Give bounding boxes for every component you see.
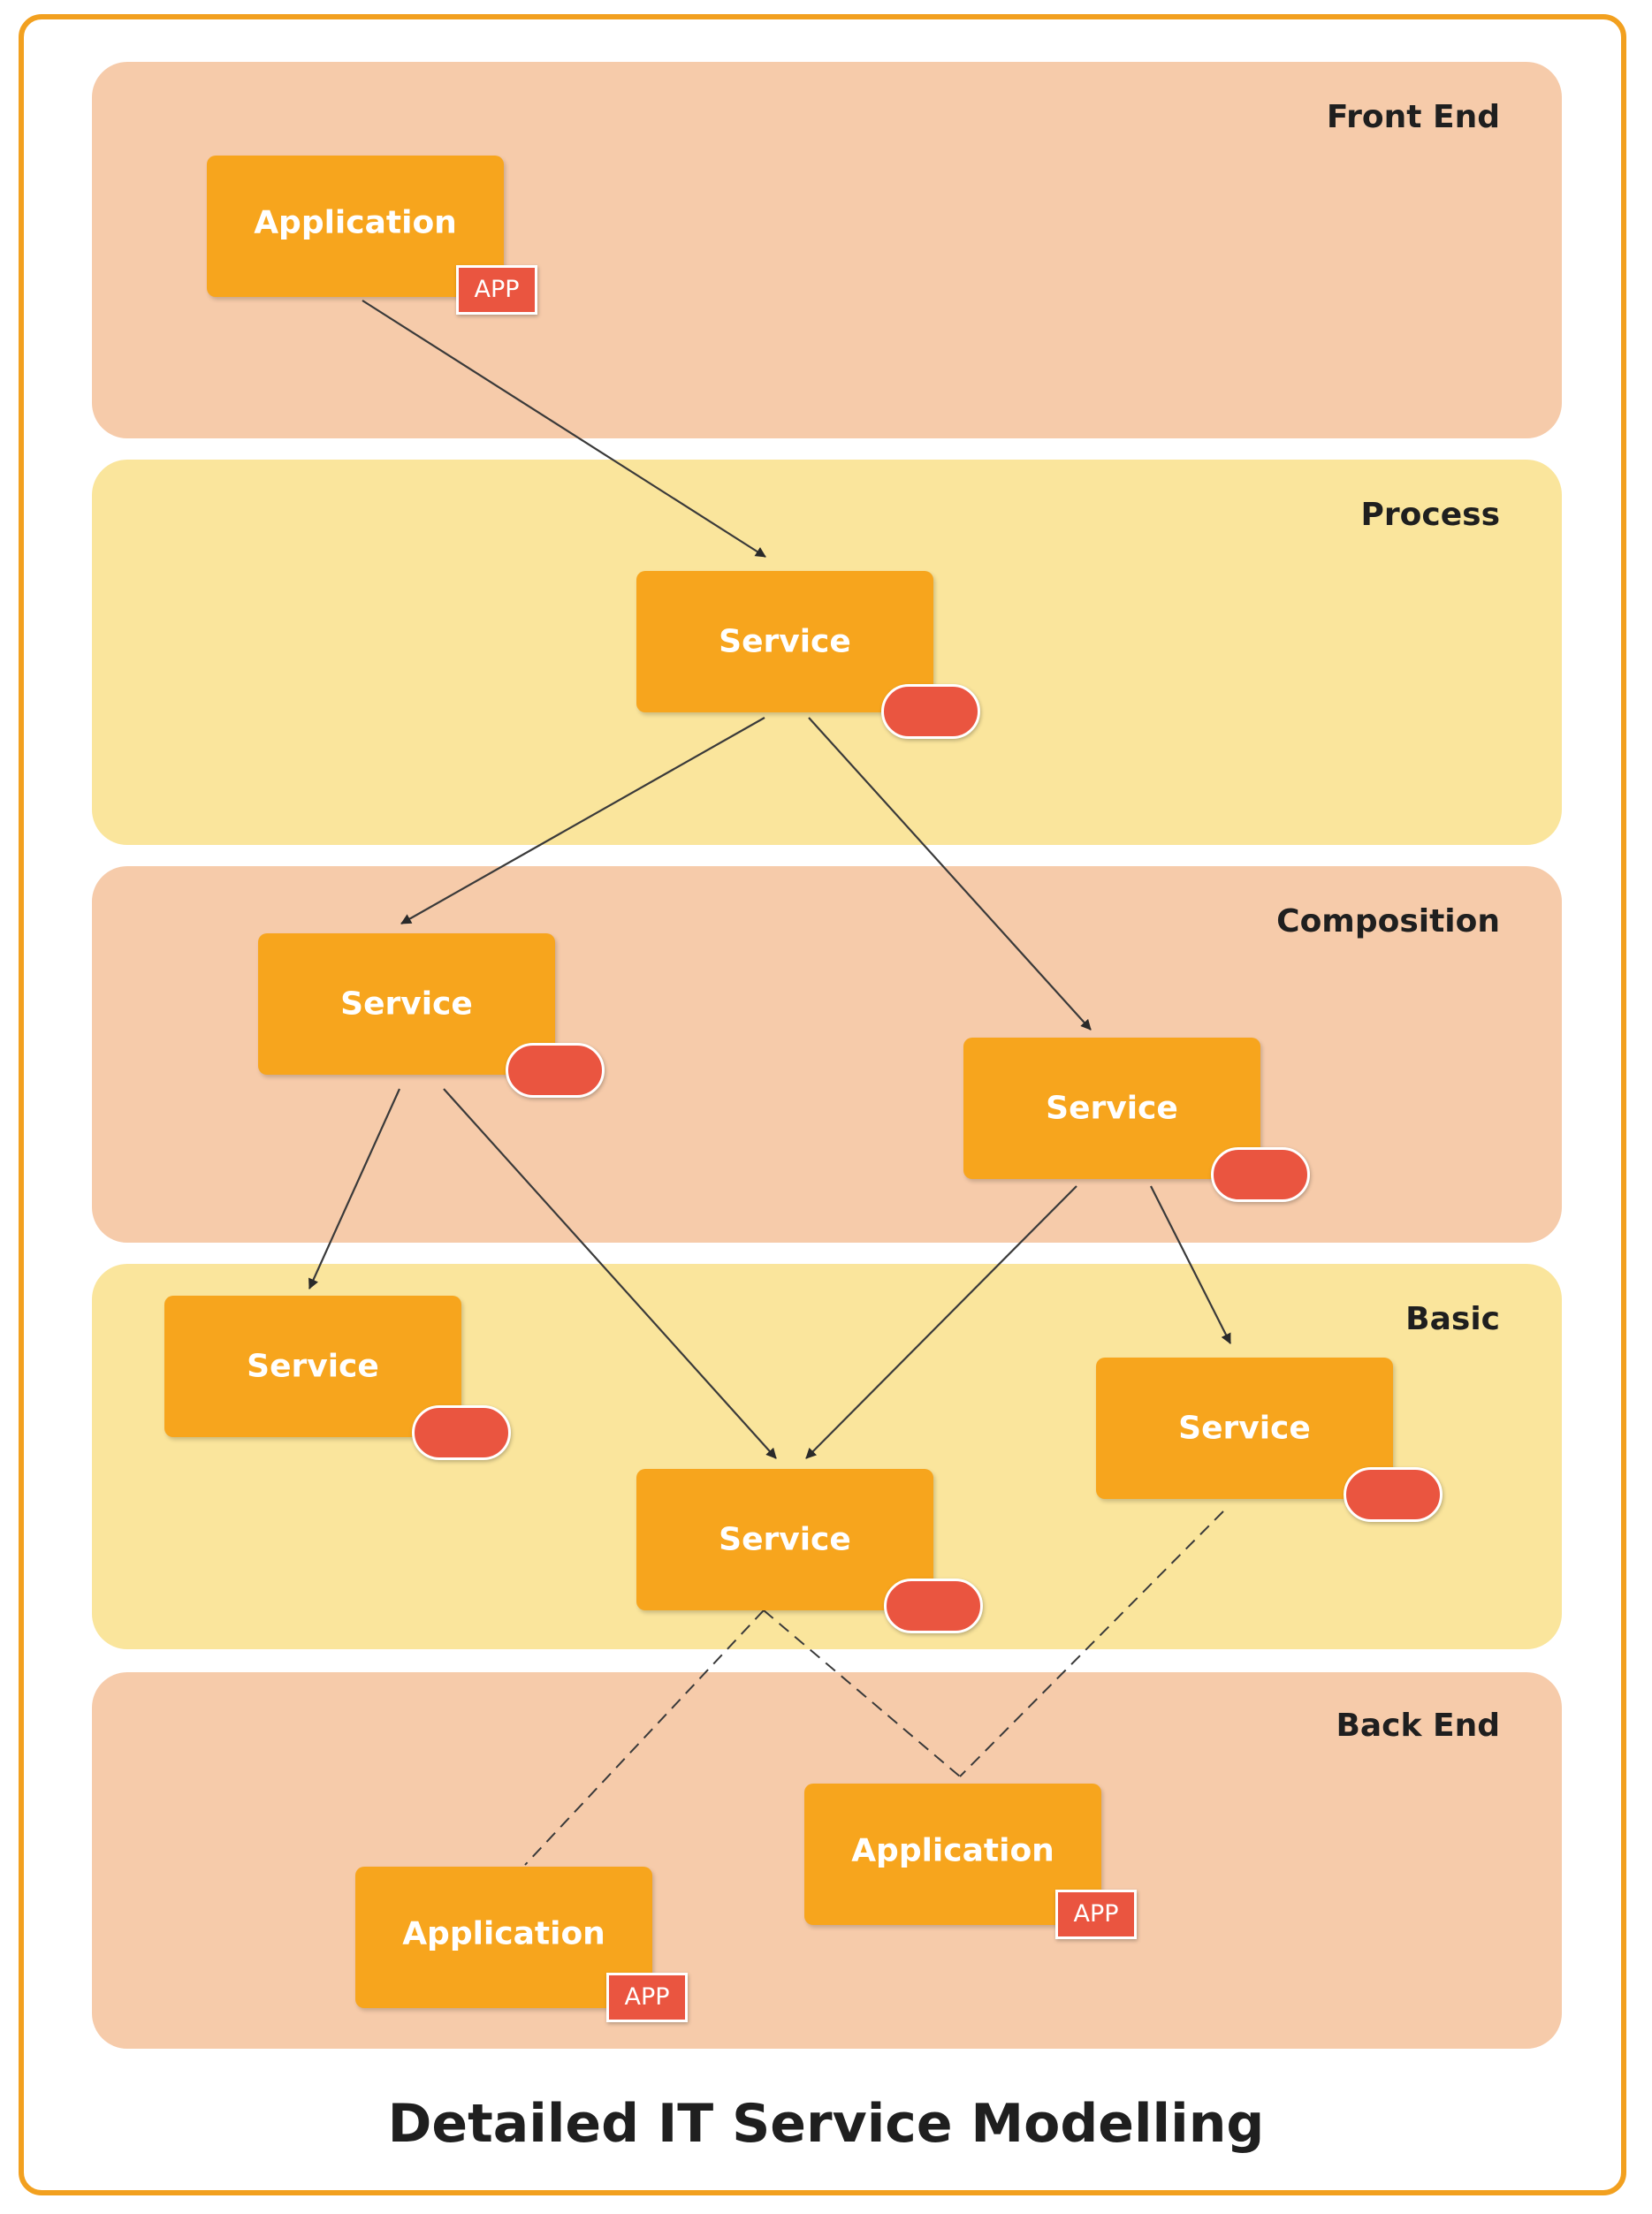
service-interface-pill <box>1211 1147 1310 1202</box>
dashed-svc-basic-center-to-app-back-right <box>763 1609 961 1777</box>
node-label: Service <box>1178 1410 1311 1447</box>
diagram-frame <box>19 14 1626 2195</box>
node-svc-process[interactable]: Service <box>636 571 980 739</box>
app-badge: APP <box>606 1973 688 2022</box>
lane-title: Basic <box>1405 1301 1500 1337</box>
node-label: Service <box>719 1521 851 1558</box>
node-svc-basic-right[interactable]: Service <box>1096 1358 1443 1522</box>
service-interface-pill <box>412 1405 511 1460</box>
service-interface-pill <box>506 1043 605 1098</box>
arrow-svc-process-to-svc-comp-right <box>808 717 1092 1031</box>
node-app-front[interactable]: Application APP <box>207 156 537 315</box>
lane-title: Process <box>1360 497 1500 533</box>
app-badge: APP <box>1055 1890 1137 1939</box>
node-label: Service <box>340 985 473 1023</box>
node-label: Service <box>719 623 851 660</box>
dashed-svc-basic-right-to-app-back-right <box>959 1510 1224 1777</box>
lane-title: Composition <box>1276 903 1500 940</box>
app-badge: APP <box>456 265 537 315</box>
arrow-svc-comp-right-to-svc-basic-center <box>805 1185 1077 1459</box>
service-interface-pill <box>881 684 980 739</box>
arrow-svc-comp-left-to-svc-basic-center <box>443 1088 777 1459</box>
node-svc-comp-left[interactable]: Service <box>258 933 605 1098</box>
node-label: Service <box>247 1348 379 1385</box>
node-svc-basic-left[interactable]: Service <box>164 1296 511 1460</box>
node-label: Application <box>851 1832 1054 1869</box>
node-label: Service <box>1046 1090 1178 1127</box>
lane-title: Back End <box>1336 1708 1500 1744</box>
arrow-svc-comp-left-to-svc-basic-left <box>308 1088 401 1290</box>
service-interface-pill <box>884 1579 983 1633</box>
service-interface-pill <box>1344 1467 1443 1522</box>
node-svc-comp-right[interactable]: Service <box>963 1038 1310 1202</box>
lane-title: Front End <box>1326 99 1500 135</box>
node-label: Application <box>402 1915 605 1952</box>
arrow-svc-process-to-svc-comp-left <box>400 717 765 924</box>
arrow-app-front-to-svc-process <box>362 300 766 558</box>
node-svc-basic-center[interactable]: Service <box>636 1469 983 1633</box>
node-app-back-left[interactable]: Application APP <box>355 1867 688 2022</box>
node-label: Application <box>254 204 457 241</box>
diagram-title: Detailed IT Service Modelling <box>387 2093 1265 2155</box>
dashed-svc-basic-center-to-app-back-left <box>524 1609 765 1866</box>
node-app-back-right[interactable]: Application APP <box>804 1784 1137 1939</box>
arrow-svc-comp-right-to-svc-basic-right <box>1150 1185 1231 1344</box>
